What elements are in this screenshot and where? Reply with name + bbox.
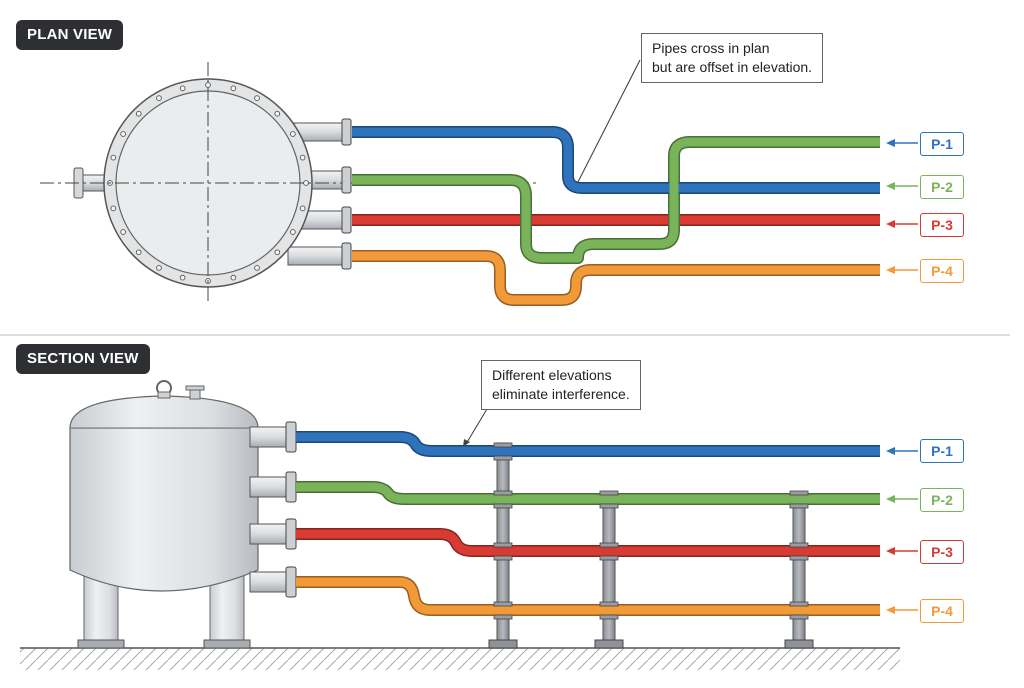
plan-pipes bbox=[352, 126, 880, 306]
plan-flange-3 bbox=[341, 206, 352, 234]
plan-pipe-1 bbox=[352, 127, 880, 193]
support-base-3 bbox=[784, 639, 814, 649]
tag-arrowhead-3 bbox=[886, 547, 895, 555]
section-note-leader bbox=[465, 403, 491, 445]
clamp-7-bottom bbox=[599, 614, 619, 620]
tag-arrowhead-4 bbox=[886, 266, 895, 274]
plan-flange-1 bbox=[341, 118, 352, 146]
plan-pipe-2 bbox=[352, 137, 880, 263]
section-pipe-2 bbox=[296, 482, 880, 504]
clamp-3-top bbox=[493, 542, 513, 548]
tag-arrowhead-3 bbox=[886, 220, 895, 228]
tag-arrowhead-4 bbox=[886, 606, 895, 614]
ground bbox=[20, 647, 900, 670]
section-pipes bbox=[296, 431, 880, 616]
plan-flange-2 bbox=[341, 166, 352, 194]
plan-view-note: Pipes cross in plan but are offset in el… bbox=[641, 33, 824, 83]
plan-tag-p2: P-2 bbox=[920, 175, 964, 199]
section-flange-2 bbox=[285, 471, 297, 503]
section-tag-arrows bbox=[886, 447, 918, 614]
plan-tag-p4: P-4 bbox=[920, 259, 964, 283]
support-base-2 bbox=[594, 639, 624, 649]
clamp-4-top bbox=[493, 601, 513, 607]
clamp-2-top bbox=[493, 490, 513, 496]
clamp-10-top bbox=[789, 601, 809, 607]
section-tag-p1: P-1 bbox=[920, 439, 964, 463]
section-note-line-1: Different elevations bbox=[492, 367, 612, 383]
plan-pipe-4-outline bbox=[352, 250, 880, 306]
clamp-6-bottom bbox=[599, 555, 619, 561]
clamp-1-bottom bbox=[493, 455, 513, 461]
pipe-clamps bbox=[493, 442, 809, 620]
plan-pipe-4 bbox=[352, 251, 880, 305]
clamp-9-bottom bbox=[789, 555, 809, 561]
plan-vessel bbox=[40, 62, 540, 305]
clamp-5-top bbox=[599, 490, 619, 496]
plan-tag-p3: P-3 bbox=[920, 213, 964, 237]
tag-arrowhead-2 bbox=[886, 495, 895, 503]
plan-note-line-2: but are offset in elevation. bbox=[652, 59, 813, 75]
tag-arrowhead-2 bbox=[886, 182, 895, 190]
plan-flange-4 bbox=[341, 242, 352, 270]
section-pipe-4 bbox=[296, 577, 880, 615]
clamp-8-bottom bbox=[789, 503, 809, 509]
tag-arrowhead-1 bbox=[886, 447, 895, 455]
section-pipe-1 bbox=[296, 432, 880, 456]
plan-flanges bbox=[341, 118, 352, 270]
clamp-9-top bbox=[789, 542, 809, 548]
clamp-10-bottom bbox=[789, 614, 809, 620]
section-tag-p2: P-2 bbox=[920, 488, 964, 512]
clamp-1-top bbox=[493, 442, 513, 448]
section-view-title: SECTION VIEW bbox=[16, 344, 150, 374]
clamp-7-top bbox=[599, 601, 619, 607]
section-tag-p3: P-3 bbox=[920, 540, 964, 564]
plan-tag-p1: P-1 bbox=[920, 132, 964, 156]
clamp-5-bottom bbox=[599, 503, 619, 509]
section-view-note: Different elevations eliminate interfere… bbox=[481, 360, 641, 410]
plan-tag-arrows bbox=[886, 139, 918, 274]
support-base-1 bbox=[488, 639, 518, 649]
section-flange-4 bbox=[285, 566, 297, 598]
section-note-line-2: eliminate interference. bbox=[492, 386, 630, 402]
plan-note-leader bbox=[577, 59, 641, 183]
plan-note-line-1: Pipes cross in plan bbox=[652, 40, 770, 56]
section-tag-p4: P-4 bbox=[920, 599, 964, 623]
section-flange-1 bbox=[285, 421, 297, 453]
plan-view-title: PLAN VIEW bbox=[16, 20, 124, 50]
section-flange-3 bbox=[285, 518, 297, 550]
section-vessel bbox=[69, 380, 259, 649]
clamp-2-bottom bbox=[493, 503, 513, 509]
clamp-4-bottom bbox=[493, 614, 513, 620]
clamp-6-top bbox=[599, 542, 619, 548]
clamp-3-bottom bbox=[493, 555, 513, 561]
clamp-8-top bbox=[789, 490, 809, 496]
section-pipe-3 bbox=[296, 529, 880, 556]
tag-arrowhead-1 bbox=[886, 139, 895, 147]
plan-nozzle-4 bbox=[287, 246, 344, 266]
